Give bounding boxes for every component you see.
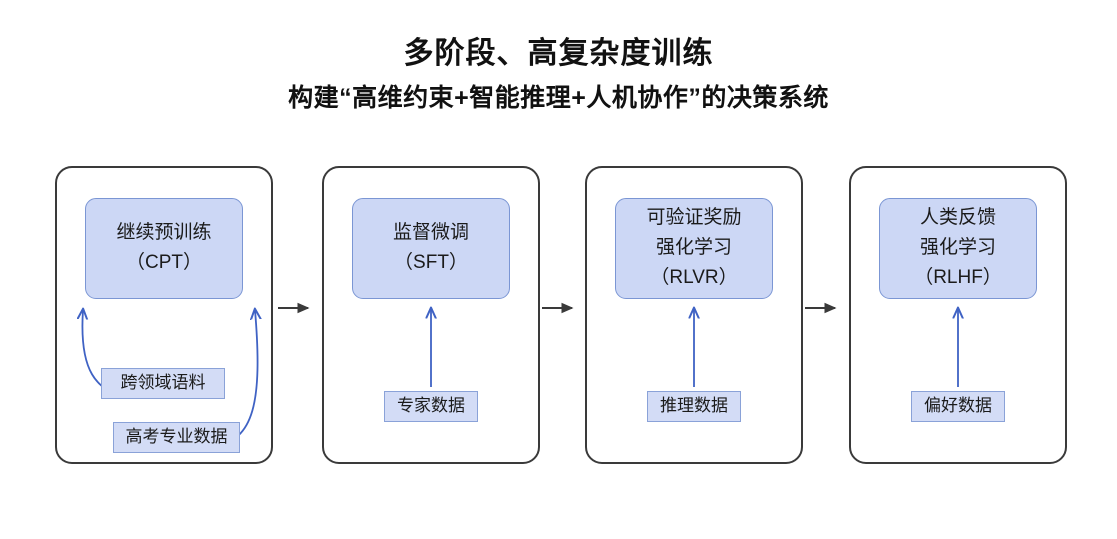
page-title: 多阶段、高复杂度训练 [403, 37, 714, 70]
stage-container-rlhf[interactable]: 人类反馈 强化学习 （RLHF） 偏好数据 [849, 166, 1067, 464]
stage-node-cpt-line2: （CPT） [125, 252, 202, 273]
straight-arrow-reasoning-to-rlvr [683, 299, 705, 387]
stage-node-rlvr-line3: （RLVR） [650, 267, 738, 288]
stage-container-sft[interactable]: 监督微调 （SFT） 专家数据 [322, 166, 540, 464]
stage-container-rlvr[interactable]: 可验证奖励 强化学习 （RLVR） 推理数据 [585, 166, 803, 464]
input-chip-expert-data[interactable]: 专家数据 [384, 391, 478, 422]
straight-arrow-expert-to-sft [420, 299, 442, 387]
stage-node-rlhf-line2: 强化学习 [919, 237, 996, 258]
input-chip-preference-data[interactable]: 偏好数据 [911, 391, 1005, 422]
stage-node-sft-line2: （SFT） [394, 252, 468, 273]
stage-container-cpt[interactable]: 继续预训练 （CPT） 跨领域语料 高考专业数据 [55, 166, 273, 464]
training-pipeline-diagram: 继续预训练 （CPT） 跨领域语料 高考专业数据 监督 [55, 166, 1067, 466]
straight-arrow-preference-to-rlhf [947, 299, 969, 387]
page-subtitle: 构建“高维约束+智能推理+人机协作”的决策系统 [288, 84, 829, 112]
stage-node-rlhf[interactable]: 人类反馈 强化学习 （RLHF） [879, 198, 1037, 299]
connector-arrow-rlvr-to-rlhf [805, 302, 837, 314]
stage-node-rlvr[interactable]: 可验证奖励 强化学习 （RLVR） [615, 198, 773, 299]
input-chip-cross-domain-corpus[interactable]: 跨领域语料 [101, 368, 225, 399]
title-block: 多阶段、高复杂度训练 构建“高维约束+智能推理+人机协作”的决策系统 [0, 34, 1117, 116]
input-chip-gaokao-major-data[interactable]: 高考专业数据 [113, 422, 240, 453]
stage-node-rlvr-line2: 强化学习 [655, 237, 732, 258]
stage-node-sft[interactable]: 监督微调 （SFT） [352, 198, 510, 299]
stage-node-rlhf-line1: 人类反馈 [919, 207, 996, 228]
stage-node-rlhf-line3: （RLHF） [914, 267, 1002, 288]
connector-arrow-sft-to-rlvr [542, 302, 574, 314]
stage-node-sft-line1: 监督微调 [392, 222, 469, 243]
input-chip-reasoning-data[interactable]: 推理数据 [647, 391, 741, 422]
stage-node-rlvr-line1: 可验证奖励 [646, 207, 742, 228]
connector-arrow-cpt-to-sft [278, 302, 310, 314]
stage-node-cpt[interactable]: 继续预训练 （CPT） [85, 198, 243, 299]
stage-node-cpt-line1: 继续预训练 [116, 222, 212, 243]
